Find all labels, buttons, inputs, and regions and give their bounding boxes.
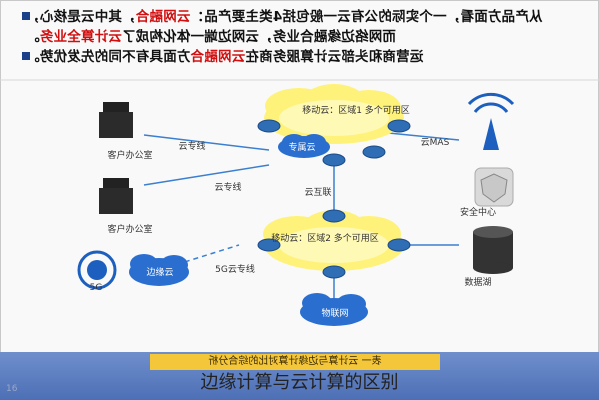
edge-label-2: 云专线 xyxy=(214,181,241,193)
caption-band: 表一 云计算与边缘计算对比的综合分析 xyxy=(0,352,599,400)
antenna-icon xyxy=(467,92,515,150)
network-diagram: 移动云：区域1 多个可用区 移动云：区域2 多个可用区 专属云 边缘云 物联网 … xyxy=(0,79,599,326)
shield-icon xyxy=(474,167,514,207)
edge-label-5: 云MAS xyxy=(421,138,450,148)
page-title: 边缘计算与云计算的区别 xyxy=(200,372,399,393)
node-label-5g: 5G xyxy=(90,283,103,293)
node-label-office-1: 客户办公室 xyxy=(107,149,152,161)
node-label-datalake: 数据湖 xyxy=(464,276,491,288)
dedicated-cloud xyxy=(278,134,330,158)
edge-label-4: 5G云专线 xyxy=(215,263,255,275)
cloud-label-iot: 物联网 xyxy=(321,307,348,319)
building-icon xyxy=(99,178,133,214)
cloud-region-1 xyxy=(264,84,404,144)
cloud-label-dedicated: 专属云 xyxy=(288,141,315,153)
router-icons xyxy=(257,119,411,279)
building-icon xyxy=(99,102,133,138)
node-label-security: 安全中心 xyxy=(460,206,496,218)
edge-label-3: 云互联 xyxy=(304,187,331,198)
edge-label-1: 云专线 xyxy=(178,140,205,152)
5g-icon xyxy=(77,250,117,290)
cloud-label-region-2: 移动云：区域2 多个可用区 xyxy=(271,232,379,244)
node-label-office-2: 客户办公室 xyxy=(107,223,152,235)
page-number: 16 xyxy=(6,384,18,394)
iot-cloud xyxy=(300,293,368,326)
cloud-label-edge: 边缘云 xyxy=(146,266,173,278)
diagram-labels: 移动云：区域1 多个可用区 移动云：区域2 多个可用区 专属云 边缘云 物联网 … xyxy=(90,104,496,319)
edge-cloud xyxy=(129,254,189,286)
cloud-label-region-1-line1: 移动云：区域1 多个可用区 xyxy=(302,104,410,116)
cloud-region-2 xyxy=(263,210,404,271)
database-icon xyxy=(473,226,513,274)
